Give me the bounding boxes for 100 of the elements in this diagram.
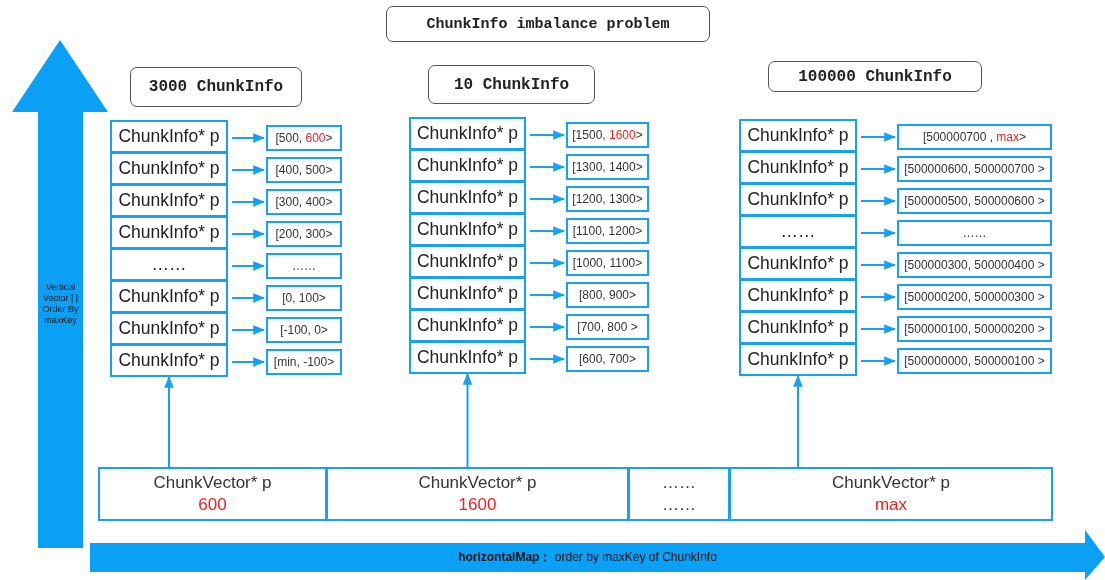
pointer-cell	[409, 309, 526, 342]
range-box	[897, 220, 1052, 246]
pointer-cell	[409, 149, 526, 182]
range-text: [500000500, 500000600 >	[904, 194, 1045, 208]
range-box	[266, 317, 342, 343]
range-text: [500000200, 500000300 >	[904, 290, 1045, 304]
heading-box	[768, 61, 982, 92]
cell-text: ChunkInfo* p	[118, 350, 220, 371]
cell-text: ChunkInfo* p	[118, 158, 220, 179]
pointer-cell	[739, 247, 857, 280]
arrow	[231, 261, 266, 271]
cell-text: ChunkInfo* p	[118, 190, 220, 211]
cell-text: ChunkInfo* p	[747, 349, 849, 370]
pointer-cell	[409, 181, 526, 214]
range-box	[566, 282, 649, 308]
range-text: [300, 400>	[275, 195, 333, 209]
arrow	[164, 375, 174, 468]
heading-text: 3000 ChunkInfo	[148, 78, 284, 96]
range-box	[566, 346, 649, 372]
arrow	[860, 196, 897, 206]
range-box	[266, 221, 342, 247]
cell-text: ChunkInfo* p	[118, 222, 220, 243]
cell-text: ChunkInfo* p	[118, 286, 220, 307]
arrow	[860, 356, 897, 366]
arrow	[860, 132, 897, 142]
pointer-cell	[739, 311, 857, 344]
range-text: [400, 500>	[275, 163, 333, 177]
range-text: [700, 800 >	[577, 320, 638, 334]
range-box	[566, 218, 649, 244]
cell-text: ChunkInfo* p	[747, 317, 849, 338]
range-text: ……	[292, 259, 316, 273]
range-text: [1500, 1600>	[572, 128, 643, 142]
cell-text: ChunkInfo* p	[416, 347, 519, 368]
cell-text: ……	[780, 221, 816, 242]
pointer-cell	[409, 341, 526, 374]
range-box	[897, 252, 1052, 278]
range-box	[897, 348, 1052, 374]
range-box	[266, 349, 342, 375]
cell-text: ChunkInfo* p	[747, 285, 849, 306]
arrow	[860, 292, 897, 302]
arrow	[529, 162, 566, 172]
arrow	[529, 194, 566, 204]
arrow	[529, 226, 566, 236]
cell-text: ChunkInfo* p	[416, 155, 519, 176]
arrow	[529, 322, 566, 332]
range-text: [1200, 1300>	[572, 192, 643, 206]
pointer-cell	[110, 216, 228, 249]
arrow	[231, 325, 266, 335]
value-text: 1600	[458, 494, 497, 516]
vector-cell	[628, 467, 730, 521]
arrow	[860, 164, 897, 174]
cell-text: ChunkInfo* p	[118, 126, 220, 147]
pointer-cell	[110, 120, 228, 153]
cell-text: ChunkVector* p	[418, 472, 537, 494]
cell-text: ChunkInfo* p	[416, 251, 519, 272]
arrow	[529, 354, 566, 364]
range-box	[266, 285, 342, 311]
range-text: [1300, 1400>	[572, 160, 643, 174]
range-text: [500000000, 500000100 >	[904, 354, 1045, 368]
range-box	[266, 157, 342, 183]
range-box	[897, 316, 1052, 342]
range-text: [500000700 , max>	[922, 130, 1027, 144]
value-text: max	[874, 494, 908, 516]
arrow	[231, 133, 266, 143]
cell-text: ChunkInfo* p	[747, 157, 849, 178]
range-text: [500, 600>	[275, 131, 333, 145]
heading-box	[130, 67, 302, 107]
arrow	[529, 258, 566, 268]
range-text: [500000100, 500000200 >	[904, 322, 1045, 336]
pointer-cell	[409, 213, 526, 246]
arrow	[529, 290, 566, 300]
arrow	[231, 229, 266, 239]
range-box	[266, 253, 342, 279]
vector-cell	[326, 467, 629, 521]
pointer-cell	[409, 277, 526, 310]
pointer-cell	[110, 152, 228, 185]
range-box	[566, 186, 649, 212]
arrow-label: horizontalMap： order by maxKey of ChunkInfo	[457, 549, 718, 566]
arrow	[860, 260, 897, 270]
cell-text: ChunkInfo* p	[747, 189, 849, 210]
cell-text: ChunkInfo* p	[416, 315, 519, 336]
range-text: [200, 300>	[275, 227, 333, 241]
arrow	[231, 357, 266, 367]
vector-cell	[729, 467, 1053, 521]
cell-text: ChunkInfo* p	[416, 187, 519, 208]
pointer-cell	[110, 312, 228, 345]
range-box	[566, 154, 649, 180]
arrow	[231, 165, 266, 175]
value-text: 600	[198, 494, 227, 516]
ellipsis-text: ……	[662, 494, 696, 516]
pointer-cell	[739, 183, 857, 216]
cell-text: ChunkVector* p	[831, 472, 951, 494]
arrow	[231, 293, 266, 303]
range-text: [600, 700>	[578, 352, 637, 366]
range-text: [1100, 1200>	[572, 224, 643, 238]
range-box	[266, 125, 342, 151]
range-text: [500000300, 500000400 >	[904, 258, 1045, 272]
cell-text: ChunkInfo* p	[747, 125, 849, 146]
pointer-cell	[110, 184, 228, 217]
arrow-label: Vertical Vector | | Order By maxKey	[41, 282, 80, 326]
